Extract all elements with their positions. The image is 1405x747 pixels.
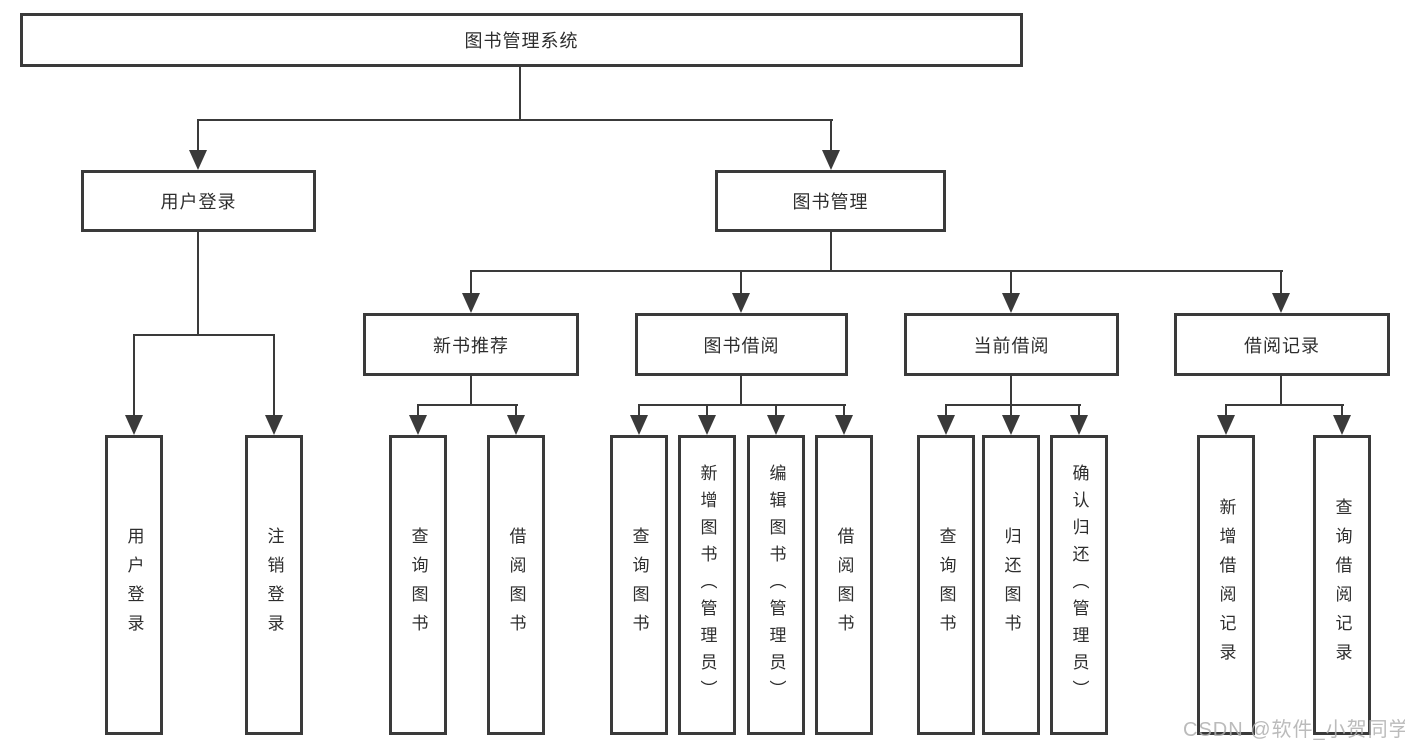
leaf-edit-books-admin: 编辑图书（管理员） [747,435,805,735]
node-label: 用户登录 [160,192,237,212]
connector-line [197,119,833,121]
connector-line [1225,404,1344,406]
leaf-label: 确认归还（管理员） [1069,463,1089,707]
leaf-label: 用户登录 [124,527,144,643]
leaf-add-books-admin: 新增图书（管理员） [678,435,736,735]
node-book-management: 图书管理 [715,170,946,232]
connector-line [775,404,777,417]
arrow-down-icon [822,150,840,170]
arrow-down-icon [189,150,207,170]
connector-line [515,404,517,417]
connector-line [197,119,199,153]
arrow-down-icon [630,415,648,435]
connector-line [133,334,135,418]
node-label: 图书借阅 [703,335,780,356]
arrow-down-icon [507,415,525,435]
arrow-down-icon [409,415,427,435]
leaf-label: 新增借阅记录 [1216,498,1236,672]
connector-line [417,404,419,417]
arrow-down-icon [462,293,480,313]
leaf-label: 查询图书 [408,527,428,643]
connector-line [1341,404,1343,417]
connector-line [945,404,947,417]
connector-line [843,404,845,417]
leaf-borrow-books-recommend: 借阅图书 [487,435,545,735]
leaf-add-borrow-record: 新增借阅记录 [1197,435,1255,735]
arrow-down-icon [1002,293,1020,313]
leaf-borrow-books-borrowing: 借阅图书 [815,435,873,735]
connector-line [519,66,521,121]
node-borrowing-records: 借阅记录 [1174,313,1390,376]
leaf-label: 查询借阅记录 [1332,498,1352,672]
connector-line [133,334,275,336]
node-library-management-system: 图书管理系统 [20,13,1023,67]
node-label: 当前借阅 [973,335,1050,356]
connector-line [1280,374,1282,406]
node-current-borrowing: 当前借阅 [904,313,1119,376]
arrow-down-icon [1333,415,1351,435]
connector-line [740,270,742,296]
leaf-label: 编辑图书（管理员） [766,463,786,707]
connector-line [740,374,742,406]
connector-line [1078,404,1080,417]
arrow-down-icon [1070,415,1088,435]
arrow-down-icon [1002,415,1020,435]
connector-line [1010,270,1012,296]
connector-line [470,374,472,406]
connector-line [1225,404,1227,417]
arrow-down-icon [732,293,750,313]
connector-line [470,270,1283,272]
leaf-label: 查询图书 [936,527,956,643]
leaf-query-books-current: 查询图书 [917,435,975,735]
csdn-watermark: CSDN @软件_小贺同学 [1183,719,1405,741]
leaf-query-books-borrowing: 查询图书 [610,435,668,735]
node-new-book-recommend: 新书推荐 [363,313,579,376]
leaf-label: 借阅图书 [834,527,854,643]
connector-line [1010,374,1012,406]
arrow-down-icon [835,415,853,435]
connector-line [638,404,640,417]
node-label: 图书管理系统 [464,31,579,51]
connector-line [197,230,199,336]
arrow-down-icon [937,415,955,435]
connector-line [638,404,846,406]
arrow-down-icon [767,415,785,435]
leaf-label: 借阅图书 [506,527,526,643]
arrow-down-icon [125,415,143,435]
leaf-label: 归还图书 [1001,527,1021,643]
leaf-return-books: 归还图书 [982,435,1040,735]
connector-line [417,404,518,406]
leaf-query-borrow-record: 查询借阅记录 [1313,435,1371,735]
leaf-logout-login: 注销登录 [245,435,303,735]
leaf-label: 注销登录 [264,527,284,643]
connector-line [706,404,708,417]
connector-line [273,334,275,418]
leaf-query-books-recommend: 查询图书 [389,435,447,735]
node-label: 图书管理 [792,192,869,212]
arrow-down-icon [265,415,283,435]
connector-line [1010,404,1012,417]
leaf-label: 查询图书 [629,527,649,643]
arrow-down-icon [1272,293,1290,313]
connector-line [830,119,832,153]
node-label: 借阅记录 [1244,335,1320,356]
arrow-down-icon [698,415,716,435]
leaf-confirm-return-admin: 确认归还（管理员） [1050,435,1108,735]
node-label: 新书推荐 [433,335,509,356]
leaf-user-login: 用户登录 [105,435,163,735]
connector-line [830,230,832,272]
connector-line [945,404,1081,406]
node-book-borrowing: 图书借阅 [635,313,848,376]
connector-line [1280,270,1282,296]
node-user-login: 用户登录 [81,170,316,232]
arrow-down-icon [1217,415,1235,435]
leaf-label: 新增图书（管理员） [697,463,717,707]
connector-line [470,270,472,296]
